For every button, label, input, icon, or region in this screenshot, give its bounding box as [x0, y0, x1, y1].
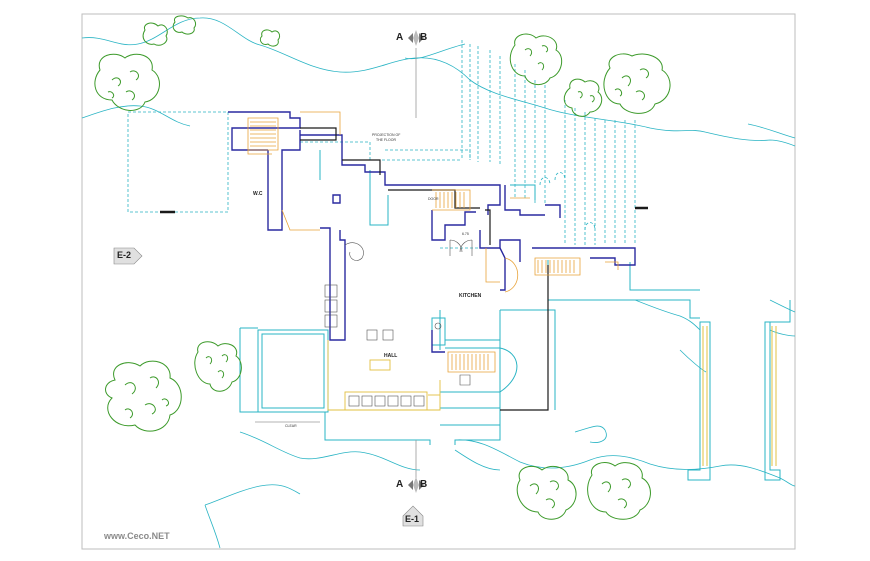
section-label-top-left: A [396, 32, 404, 43]
hall-fixtures [327, 340, 441, 411]
section-marker-bottom [408, 477, 424, 493]
sheet-border [81, 13, 796, 550]
room-label-hall: HALL [384, 353, 398, 359]
elevation-marker-bottom [402, 505, 424, 527]
fixtures [324, 239, 473, 407]
elevation-marker-left [113, 247, 143, 265]
section-label-top-right: B [420, 32, 428, 43]
note-door-tag: DOOR [428, 197, 439, 201]
note-projection-line2: THE FLOOR [376, 138, 397, 142]
elevation-label-left: E-2 [117, 250, 132, 260]
terrace-outline [239, 150, 700, 445]
building-walls [228, 111, 636, 353]
inner-walls [160, 127, 648, 411]
section-label-bottom-right: B [420, 479, 428, 490]
note-dimension-tag: 6.75 [462, 232, 469, 236]
note-projection-line1: PROJECTION OF [372, 133, 401, 137]
elevation-label-bottom: E-1 [405, 514, 420, 524]
watermark: www.Ceco.NET [104, 531, 170, 541]
room-label-kitchen: KITCHEN [459, 293, 482, 299]
landscape-trees [94, 15, 671, 520]
stairs-orange [247, 111, 619, 373]
driveway-dashed [127, 40, 636, 249]
terrain-contours [81, 17, 796, 549]
east-verandah [687, 300, 791, 481]
note-dimension-bottom: CLEAR [285, 424, 297, 428]
section-line [255, 48, 417, 478]
room-label-wc: W.C [253, 191, 263, 197]
section-label-bottom-left: A [396, 479, 404, 490]
section-marker-top [408, 30, 424, 46]
